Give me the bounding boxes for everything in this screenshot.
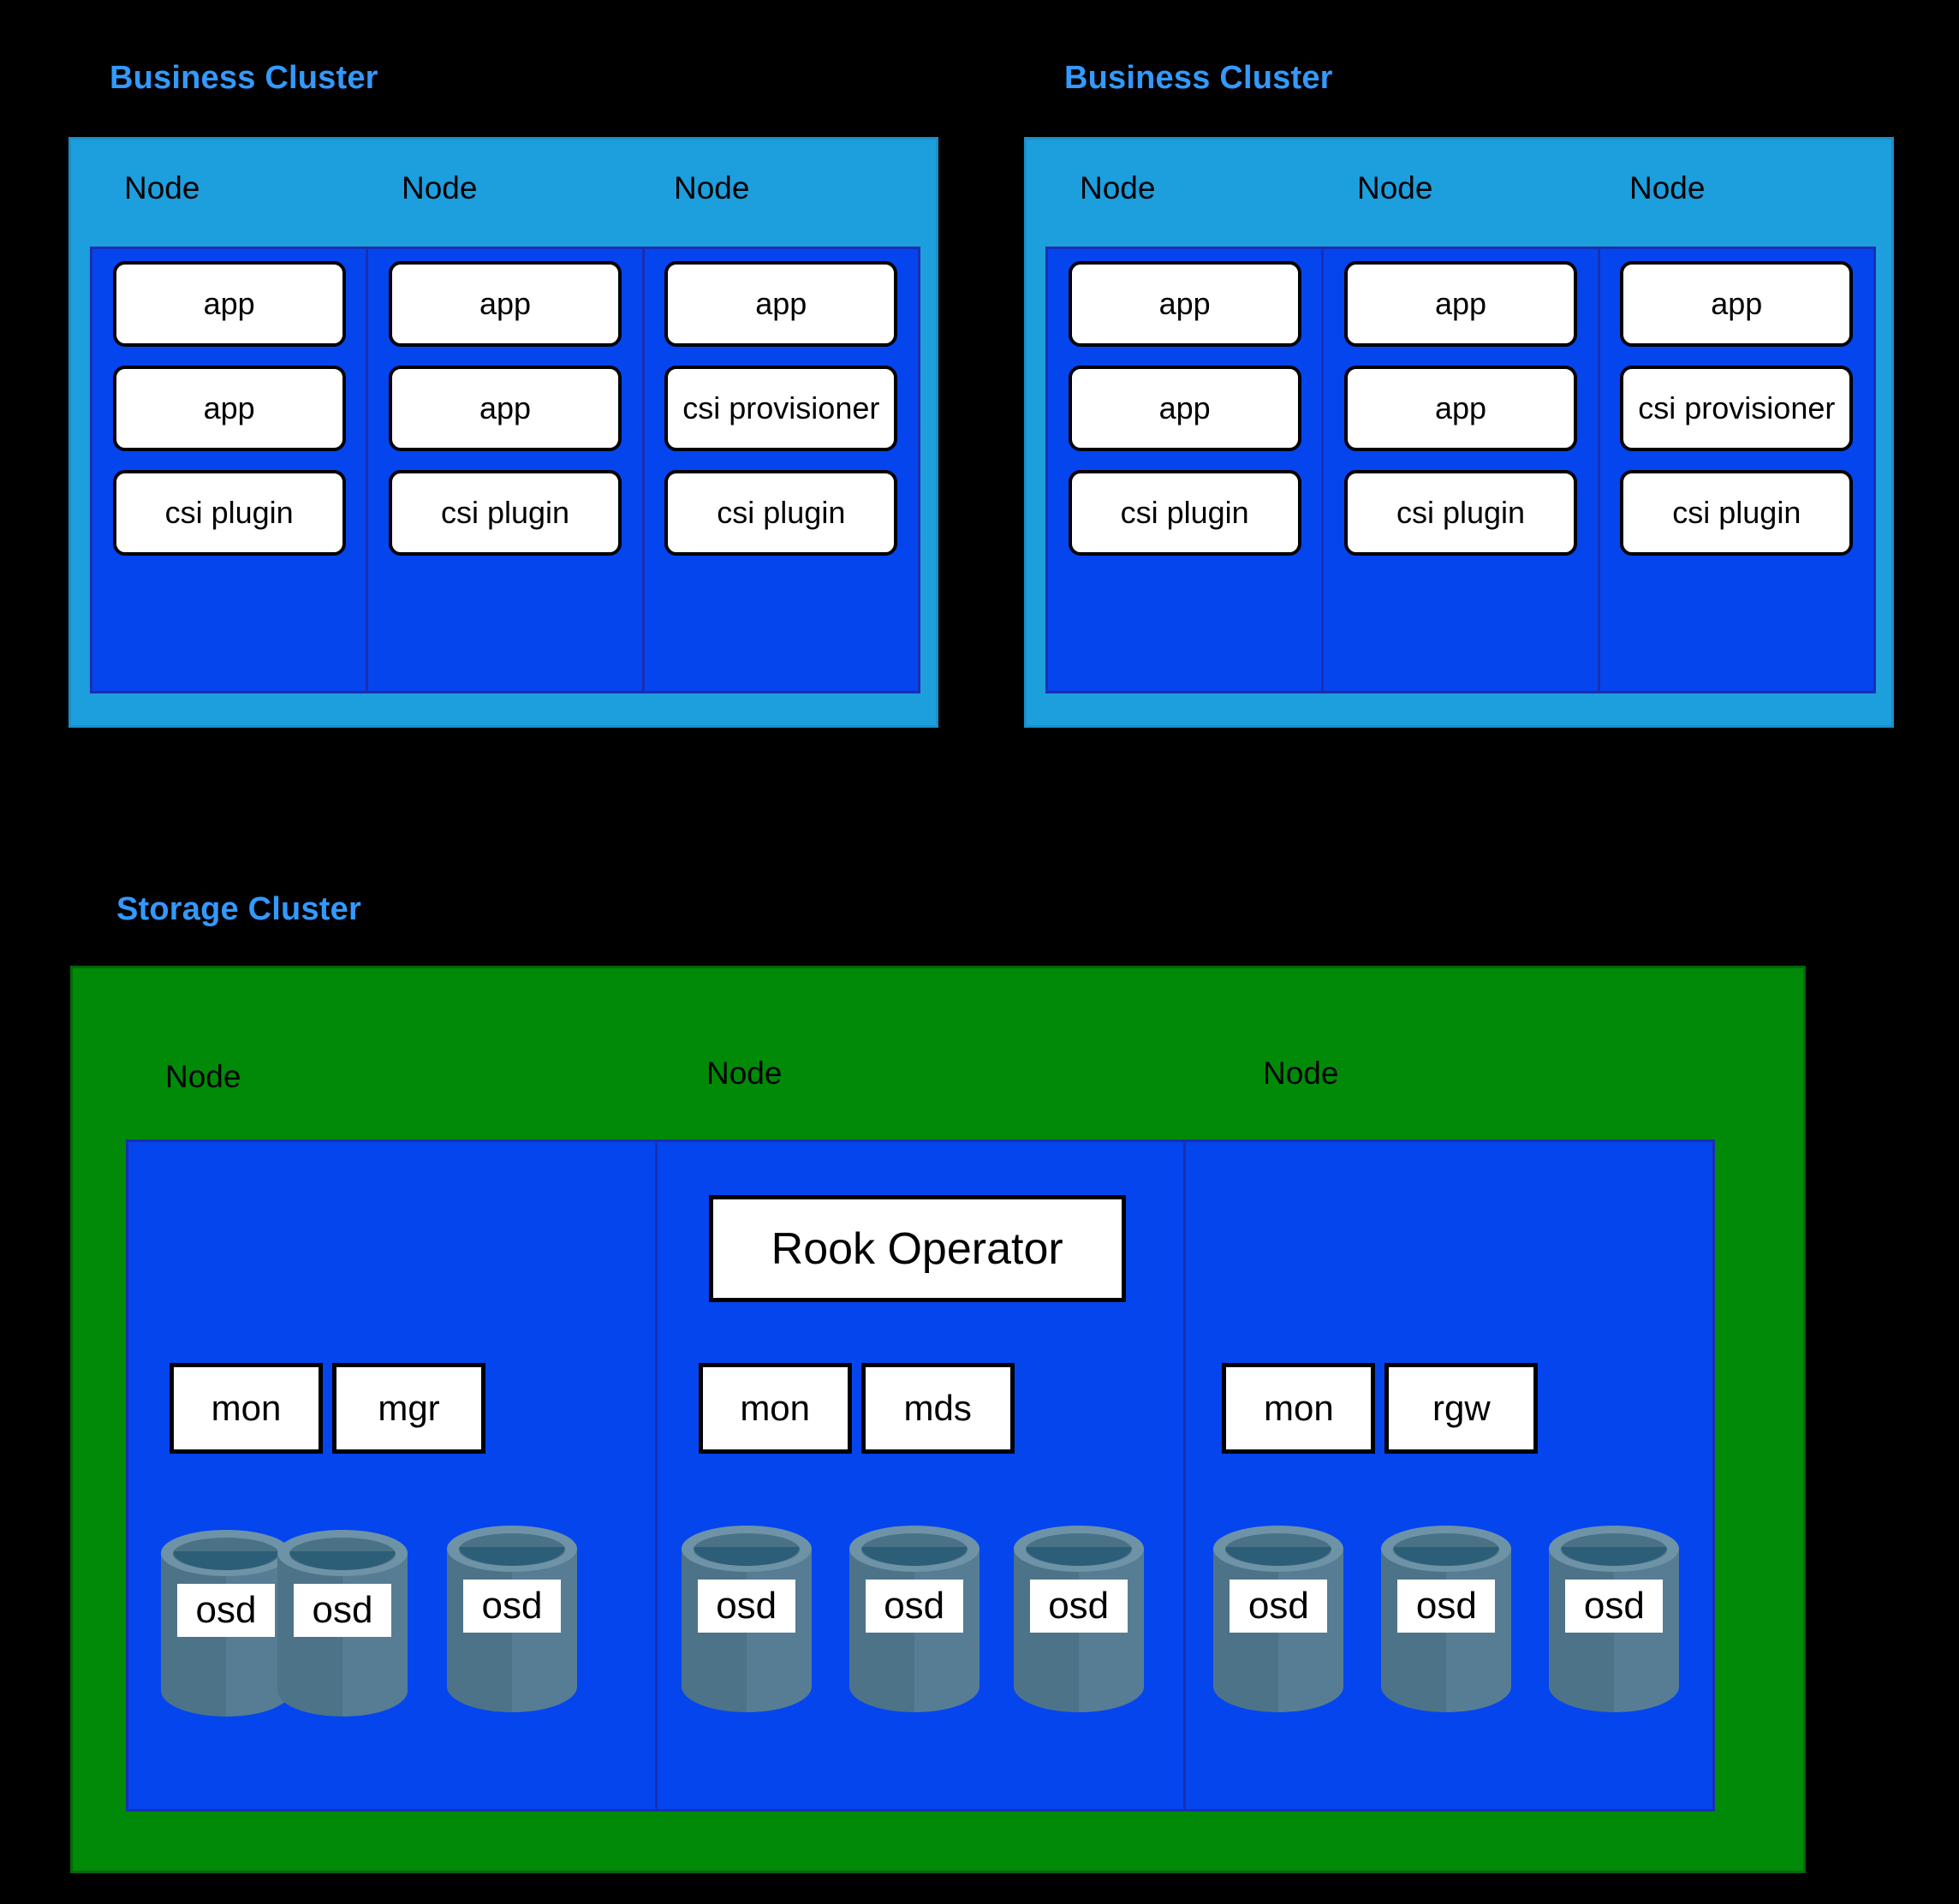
- cylinder-hole: [459, 1533, 565, 1566]
- osd-label: osd: [1230, 1580, 1328, 1633]
- pod-app[interactable]: app: [1343, 261, 1577, 347]
- daemon-mon[interactable]: mon: [698, 1363, 852, 1454]
- storage-cluster-node-2-label: Node: [1263, 1056, 1339, 1091]
- pod-app[interactable]: app: [112, 261, 346, 347]
- pod-csi-provisioner[interactable]: csi provisioner: [1620, 366, 1854, 451]
- storage-cluster-box: Node Node Node mon mgr osd osd: [70, 966, 1806, 1873]
- cylinder-fill: [1561, 1546, 1668, 1566]
- pod-csi-plugin[interactable]: csi plugin: [664, 470, 898, 556]
- osd-cylinder[interactable]: osd: [1549, 1526, 1680, 1712]
- business-cluster-1-node-1-label: Node: [402, 170, 478, 205]
- pod-csi-plugin[interactable]: csi plugin: [388, 470, 622, 556]
- osd-cylinder[interactable]: osd: [681, 1526, 812, 1712]
- daemon-mon[interactable]: mon: [170, 1363, 323, 1454]
- business-cluster-1-node-0-label: Node: [124, 170, 200, 205]
- daemon-mds[interactable]: mds: [860, 1363, 1015, 1454]
- daemon-mon[interactable]: mon: [1222, 1363, 1376, 1454]
- business-cluster-2-node-0-column: app app csi plugin: [1048, 249, 1325, 691]
- daemon-mgr[interactable]: mgr: [332, 1363, 485, 1454]
- pod-app[interactable]: app: [1068, 366, 1301, 451]
- osd-label: osd: [1029, 1580, 1128, 1633]
- business-cluster-1-node-1-column: app app csi plugin: [368, 249, 645, 691]
- pod-csi-provisioner[interactable]: csi provisioner: [664, 366, 898, 451]
- osd-cylinder[interactable]: osd: [447, 1526, 577, 1712]
- business-cluster-2-node-0-label: Node: [1080, 170, 1156, 205]
- business-cluster-2-pod-area: app app csi plugin app app csi plugin ap…: [1045, 247, 1876, 693]
- storage-node-0-column: mon mgr osd osd osd: [128, 1142, 658, 1809]
- storage-cluster-node-1-label: Node: [706, 1056, 783, 1091]
- osd-cylinder[interactable]: osd: [849, 1526, 980, 1712]
- cylinder-fill: [459, 1546, 565, 1566]
- pod-csi-plugin[interactable]: csi plugin: [1620, 470, 1854, 556]
- cylinder-hole: [1561, 1533, 1668, 1566]
- cylinder-fill: [1025, 1546, 1132, 1566]
- business-cluster-2-node-2-label: Node: [1629, 170, 1706, 205]
- cylinder-hole: [1393, 1533, 1500, 1566]
- osd-label: osd: [463, 1580, 561, 1633]
- business-cluster-1-caption: Business Cluster: [110, 60, 378, 96]
- storage-node-2-column: mon rgw osd osd osd: [1186, 1142, 1712, 1809]
- pod-app[interactable]: app: [388, 261, 622, 347]
- pod-csi-plugin[interactable]: csi plugin: [1343, 470, 1577, 556]
- business-cluster-1-pod-area: app app csi plugin app app csi plugin ap…: [90, 247, 920, 693]
- cylinder-hole: [1225, 1533, 1332, 1566]
- business-cluster-1-node-2-column: app csi provisioner csi plugin: [645, 249, 918, 691]
- daemon-rgw[interactable]: rgw: [1384, 1363, 1539, 1454]
- cylinder-hole: [693, 1533, 800, 1566]
- storage-cluster-node-0-label: Node: [165, 1059, 241, 1094]
- osd-label: osd: [697, 1580, 795, 1633]
- business-cluster-1-node-0-column: app app csi plugin: [92, 249, 369, 691]
- business-cluster-2-node-1-label: Node: [1357, 170, 1433, 205]
- pod-app[interactable]: app: [1343, 366, 1577, 451]
- osd-label: osd: [865, 1580, 963, 1633]
- cylinder-fill: [693, 1546, 800, 1566]
- business-cluster-2-node-1-column: app app csi plugin: [1324, 249, 1600, 691]
- storage-cluster-caption: Storage Cluster: [116, 891, 361, 927]
- business-cluster-2-box: Node Node Node app app csi plugin app ap…: [1024, 137, 1894, 728]
- rook-operator-box[interactable]: Rook Operator: [708, 1195, 1126, 1302]
- pod-app[interactable]: app: [388, 366, 622, 451]
- osd-label: osd: [1565, 1580, 1664, 1633]
- osd-cylinder[interactable]: osd: [277, 1530, 408, 1717]
- cylinder-fill: [289, 1550, 396, 1570]
- osd-cylinder[interactable]: osd: [1213, 1526, 1344, 1712]
- pod-app[interactable]: app: [112, 366, 346, 451]
- cylinder-hole: [289, 1538, 396, 1570]
- cylinder-hole: [1025, 1533, 1132, 1566]
- pod-csi-plugin[interactable]: csi plugin: [1068, 470, 1301, 556]
- business-cluster-2-node-2-column: app csi provisioner csi plugin: [1600, 249, 1873, 691]
- cylinder-fill: [860, 1546, 968, 1566]
- cylinder-hole: [860, 1533, 968, 1566]
- osd-label: osd: [1397, 1580, 1496, 1633]
- osd-cylinder[interactable]: osd: [1381, 1526, 1512, 1712]
- cylinder-hole: [173, 1538, 279, 1570]
- osd-label: osd: [294, 1584, 391, 1637]
- pod-app[interactable]: app: [1068, 261, 1301, 347]
- business-cluster-1-node-2-label: Node: [674, 170, 750, 205]
- osd-cylinder[interactable]: osd: [1013, 1526, 1144, 1712]
- pod-csi-plugin[interactable]: csi plugin: [112, 470, 346, 556]
- osd-label: osd: [177, 1584, 275, 1637]
- storage-node-1-column: Rook Operator mon mds osd osd osd: [658, 1142, 1187, 1809]
- osd-cylinder[interactable]: osd: [161, 1530, 291, 1717]
- pod-app[interactable]: app: [1620, 261, 1854, 347]
- cylinder-fill: [1393, 1546, 1500, 1566]
- business-cluster-1-box: Node Node Node app app csi plugin app ap…: [68, 137, 938, 728]
- business-cluster-2-caption: Business Cluster: [1064, 60, 1333, 96]
- cylinder-fill: [173, 1550, 279, 1570]
- cylinder-fill: [1225, 1546, 1332, 1566]
- pod-app[interactable]: app: [664, 261, 898, 347]
- storage-cluster-pod-area: mon mgr osd osd osd Rook: [126, 1139, 1715, 1812]
